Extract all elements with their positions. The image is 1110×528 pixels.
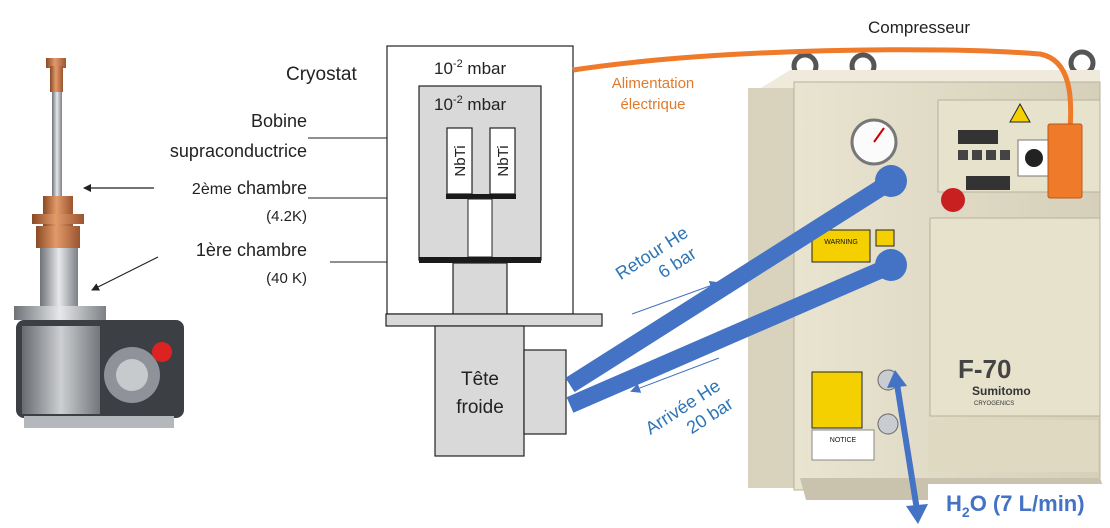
power-label-line1: Alimentation <box>612 75 695 92</box>
helium-supply-port <box>875 249 907 281</box>
stage2-prefix: 2ème <box>192 181 232 198</box>
cold-head-box <box>435 326 524 456</box>
warning-label-text: WARNING <box>824 239 858 246</box>
stage1-label: 1ère chambre <box>196 240 307 260</box>
cold-head-label-line1: Tête <box>461 369 499 390</box>
coil-label-line2: supraconductrice <box>170 141 307 161</box>
compressor-brand: Sumitomo <box>972 384 1031 398</box>
water-h: H <box>946 491 962 516</box>
cryostat-label: Cryostat <box>286 64 357 85</box>
cold-finger <box>453 263 507 314</box>
compressor-title: Compresseur <box>868 18 970 37</box>
nbti-left-label: NbTi <box>452 145 469 176</box>
mounting-flange <box>386 314 602 326</box>
stage2-label: 2ème chambre <box>192 178 307 198</box>
outer-vacuum-label: 10-2 mbar <box>434 58 506 78</box>
stage2-word: chambre <box>232 178 307 198</box>
notice-label-text: NOTICE <box>830 437 857 444</box>
supply-label-group: Arrivée He 20 bar <box>642 375 737 457</box>
water-rest: O (7 L/min) <box>970 491 1085 516</box>
stage2-temp: (4.2K) <box>266 208 307 225</box>
stage1-word: chambre <box>232 240 307 260</box>
water-arrow-down <box>906 504 928 524</box>
cold-head-photo <box>14 58 184 428</box>
nbti-right-label: NbTi <box>495 145 512 176</box>
stage1-prefix: 1ère <box>196 240 232 260</box>
compressor-model: F-70 <box>958 354 1011 384</box>
coil-label-line1: Bobine <box>251 111 307 131</box>
stage1-plate <box>419 257 541 263</box>
water-subscript: 2 <box>962 504 970 520</box>
stage2-plate <box>446 194 516 199</box>
power-label-line2: électrique <box>620 96 685 113</box>
stage-connector <box>468 199 492 257</box>
compressor-brand-sub: CRYOGENICS <box>974 401 1014 407</box>
power-connector <box>1048 124 1082 198</box>
compressor-photo: WARNING NOTICE <box>748 52 1108 500</box>
inner-vacuum-label: 10-2 mbar <box>434 94 506 114</box>
stage1-temp: (40 K) <box>266 270 307 287</box>
return-label-group: Retour He 6 bar <box>612 222 704 302</box>
cold-head-motor <box>524 350 566 434</box>
cold-head-label-line2: froide <box>456 397 504 418</box>
helium-return-port <box>875 165 907 197</box>
